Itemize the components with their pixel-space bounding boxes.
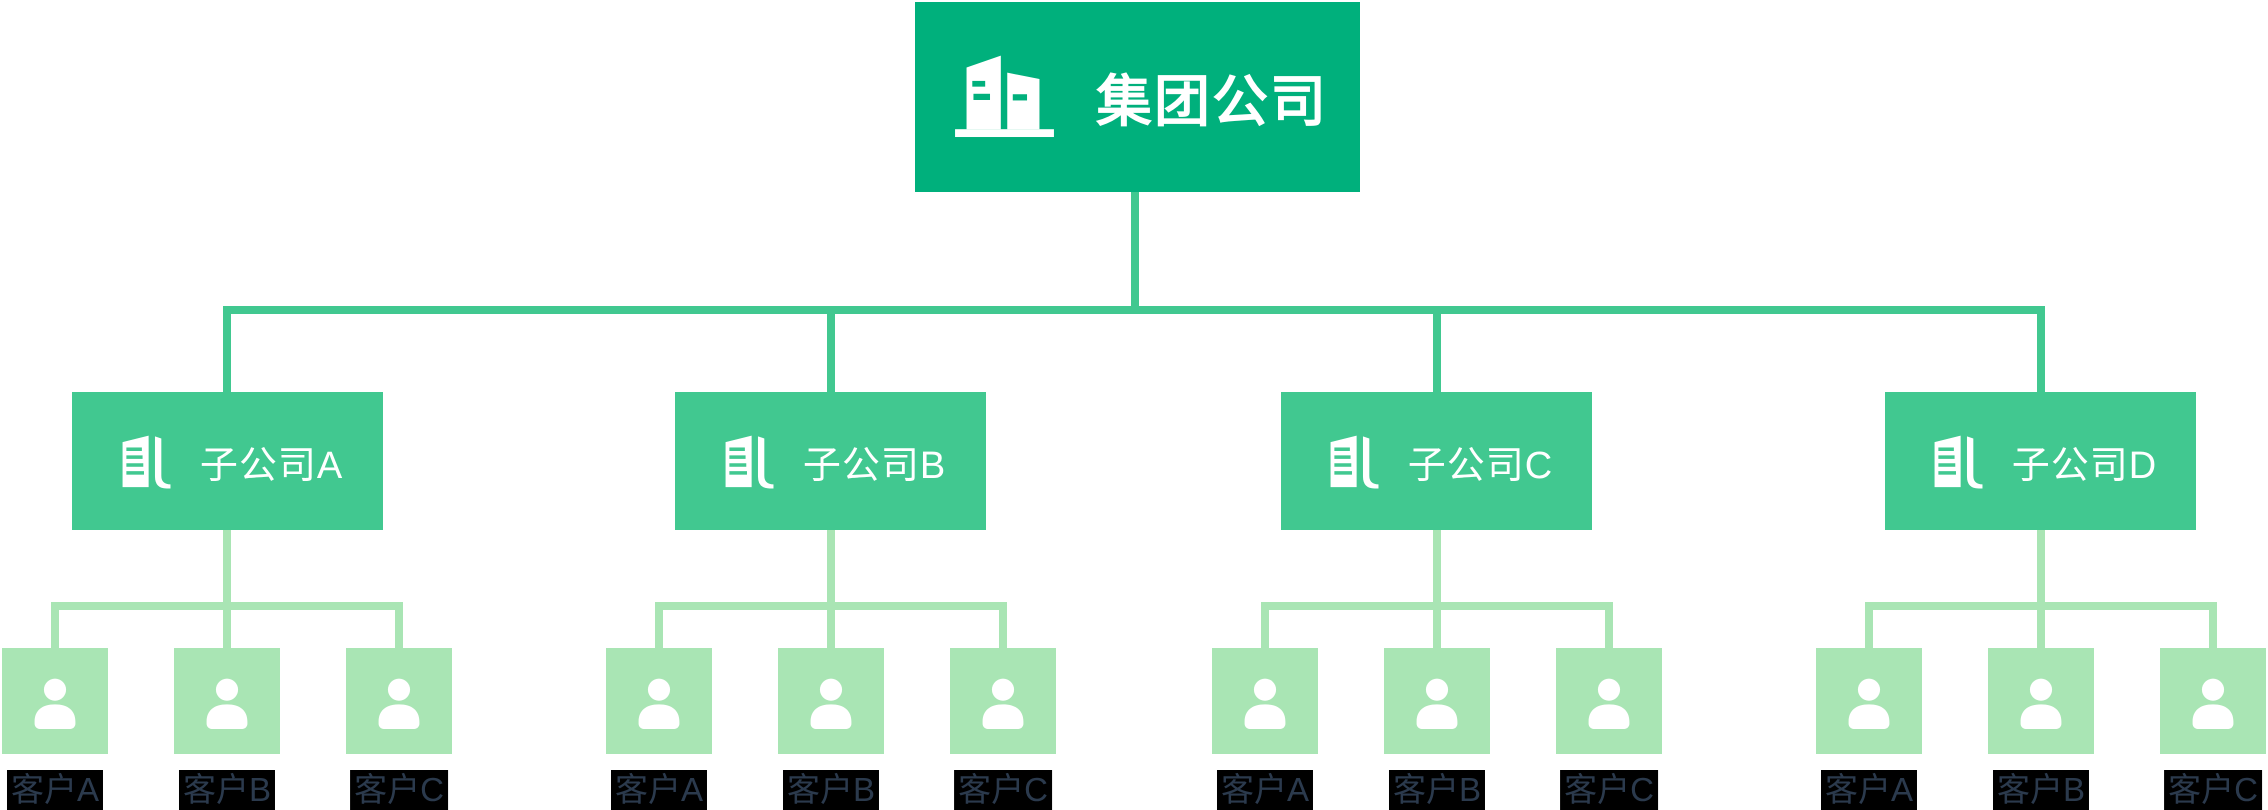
subsidiary-label: 子公司B [802,444,947,487]
person-icon [627,669,691,733]
customer-node-d2[interactable] [1988,648,2094,754]
office-building-icon [715,430,777,492]
root-company-node[interactable]: 集团公司 [915,2,1360,192]
subsidiary-label: 子公司C [1407,444,1554,487]
customer-label-d3[interactable]: 客户C [2164,770,2262,810]
connector-suba-cust2 [223,610,231,648]
customer-label-a2[interactable]: 客户B [178,770,276,810]
office-building-icon [1924,430,1986,492]
person-icon [367,669,431,733]
person-icon [1577,669,1641,733]
connector-subb-cust2 [827,610,835,648]
customer-node-a1[interactable] [2,648,108,754]
connector-suba-cust3 [395,610,403,648]
person-icon [2181,669,2245,733]
group-buildings-icon [947,44,1062,150]
connector-subc-cust2 [1433,610,1441,648]
connector-subc-stub [1433,530,1441,602]
connector-subd-stub [2037,530,2045,602]
connector-subc-cust1 [1261,610,1269,648]
connector-suba-stub [223,530,231,602]
office-building-icon [1320,430,1382,492]
customer-node-c2[interactable] [1384,648,1490,754]
subsidiary-node-d[interactable]: 子公司D [1885,392,2196,530]
connector-subc-branch [1261,602,1613,610]
connector-drop-subsidiary-c [1433,314,1441,392]
person-icon [23,669,87,733]
customer-node-a3[interactable] [346,648,452,754]
connector-suba-cust1 [51,610,59,648]
person-icon [799,669,863,733]
subsidiary-node-c[interactable]: 子公司C [1281,392,1592,530]
connector-subb-cust3 [999,610,1007,648]
person-icon [1405,669,1469,733]
customer-label-d2[interactable]: 客户B [1992,770,2090,810]
customer-node-c3[interactable] [1556,648,1662,754]
customer-label-c3[interactable]: 客户C [1560,770,1658,810]
connector-subd-cust2 [2037,610,2045,648]
person-icon [2009,669,2073,733]
root-company-label: 集团公司 [1096,69,1328,133]
customer-label-b3[interactable]: 客户C [954,770,1052,810]
person-icon [1837,669,1901,733]
person-icon [971,669,1035,733]
customer-node-d3[interactable] [2160,648,2266,754]
subsidiary-label: 子公司D [2011,444,2158,487]
connector-subc-cust3 [1605,610,1613,648]
person-icon [1233,669,1297,733]
customer-label-a3[interactable]: 客户C [350,770,448,810]
connector-subb-branch [655,602,1007,610]
customer-node-a2[interactable] [174,648,280,754]
subsidiary-label: 子公司A [199,444,344,487]
office-building-icon [112,430,174,492]
customer-node-d1[interactable] [1816,648,1922,754]
connector-subd-branch [1865,602,2217,610]
connector-drop-subsidiary-b [827,314,835,392]
customer-label-c2[interactable]: 客户B [1388,770,1486,810]
person-icon [195,669,259,733]
connector-subb-cust1 [655,610,663,648]
connector-main-horizontal [223,306,2045,314]
connector-subb-stub [827,530,835,602]
customer-node-b3[interactable] [950,648,1056,754]
connector-subd-cust1 [1865,610,1873,648]
customer-label-a1[interactable]: 客户A [6,770,104,810]
connector-drop-subsidiary-a [223,314,231,392]
customer-node-b2[interactable] [778,648,884,754]
customer-label-d1[interactable]: 客户A [1820,770,1918,810]
connector-subd-cust3 [2209,610,2217,648]
connector-root-stub [1131,192,1139,306]
customer-label-b2[interactable]: 客户B [782,770,880,810]
customer-node-b1[interactable] [606,648,712,754]
connector-suba-branch [51,602,403,610]
connector-drop-subsidiary-d [2037,314,2045,392]
customer-label-b1[interactable]: 客户A [610,770,708,810]
customer-node-c1[interactable] [1212,648,1318,754]
subsidiary-node-b[interactable]: 子公司B [675,392,986,530]
customer-label-c1[interactable]: 客户A [1216,770,1314,810]
subsidiary-node-a[interactable]: 子公司A [72,392,383,530]
